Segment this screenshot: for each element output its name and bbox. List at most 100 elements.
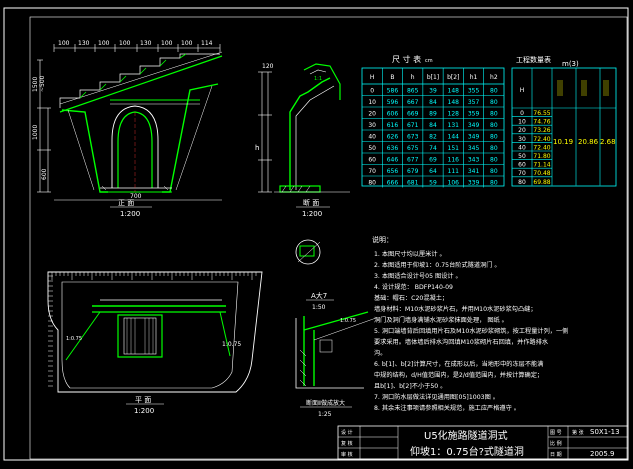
slope-diagonal-green — [59, 55, 223, 113]
header-mark-3 — [603, 80, 609, 96]
size-table-cell: 355 — [468, 88, 480, 95]
note-line: 1. 本图尺寸均以厘米计 。 — [374, 250, 446, 258]
dim-top-2: 130 — [78, 40, 90, 47]
note-line: 2. 本图适用于仰坡1：0.75台阶式隧道洞门 。 — [374, 261, 501, 269]
sheet-border — [3, 7, 629, 461]
notes-lines: 1. 本图尺寸均以厘米计 。 2. 本图适用于仰坡1：0.75台阶式隧道洞门 。 3… — [374, 250, 568, 412]
section-scale: 1:200 — [302, 210, 322, 218]
dim-left-1: 1500 — [32, 77, 39, 92]
size-table-cell: 586 — [387, 88, 399, 95]
dim-top-4: 100 — [119, 40, 131, 47]
size-table-header: B — [390, 74, 394, 81]
detail-a-scale: 1:50 — [312, 304, 326, 311]
size-table-cell: 80 — [490, 122, 498, 129]
size-table-title: 尺 寸 表 — [392, 54, 421, 64]
size-table-cell: 677 — [407, 157, 419, 164]
section-h-label: h — [255, 144, 259, 152]
plan-left-label: 1:0.75 — [66, 336, 82, 342]
qty-merged-3: 2.68 — [600, 138, 616, 146]
size-table-grid — [362, 68, 504, 188]
size-table-cell: 89 — [429, 111, 437, 118]
size-table-cell: 70 — [368, 168, 376, 175]
title-block[interactable]: 设 计 复 核 审 核 U5化施路隧道洞式 仰坡1：0.75台?式隧道洞 图 号… — [337, 425, 629, 460]
size-table-cell: 345 — [468, 145, 480, 152]
size-table-cell: 646 — [387, 157, 399, 164]
size-table-cell: 359 — [468, 111, 480, 118]
note-line: 8. 其余未注事项请参照相关规范，施工应严格遵守 。 — [374, 404, 520, 412]
qty-table-cell: 72.40 — [533, 136, 550, 143]
tb-title-line1: U5化施路隧道洞式 — [424, 429, 508, 442]
plan-outline — [47, 271, 263, 393]
size-table-cell: 667 — [407, 99, 419, 106]
size-table-cell: 681 — [407, 180, 419, 187]
tb-label-check: 复 核 — [341, 440, 353, 447]
size-table-cell: 80 — [368, 180, 376, 187]
size-table-cell: 148 — [448, 88, 460, 95]
tb-label-design: 设 计 — [341, 429, 353, 436]
size-table-cell: 74 — [429, 145, 437, 152]
size-table-cell: 60 — [368, 157, 376, 164]
size-table-header: b[2] — [447, 74, 459, 81]
sheet-inner-border — [29, 16, 628, 460]
size-table-cell: 636 — [387, 145, 399, 152]
qty-table-header: H — [520, 87, 525, 94]
left-wing-wall — [61, 109, 108, 193]
detail-a-view[interactable]: A大7 1:50 1:0.75 断面Ⅱ做成放大 1:25 — [295, 239, 377, 418]
size-table-cell: 128 — [448, 111, 460, 118]
section-title: 断 面 — [303, 198, 319, 207]
note-line: 7. 洞口防水层做法详见通用图[05]1003图 。 — [374, 393, 499, 401]
size-table-cell: 865 — [407, 88, 419, 95]
dim-top-7: 100 — [181, 40, 193, 47]
detail-a-title: A大7 — [311, 291, 327, 300]
size-table-cell: 341 — [468, 168, 480, 175]
size-table-cell: 671 — [407, 122, 419, 129]
dim-top-8: 114 — [201, 40, 213, 47]
size-table-cell: 116 — [448, 157, 460, 164]
dim-left-2: ~500 — [39, 75, 46, 92]
tb-label-review: 审 核 — [341, 451, 353, 458]
dim-top-6: 100 — [161, 40, 173, 47]
qty-table-grid — [512, 68, 601, 186]
size-table-unit: cm — [425, 58, 433, 64]
qty-merged-1: 10.19 — [553, 138, 573, 146]
detail2-scale: 1:25 — [318, 411, 332, 418]
size-table-cell: 616 — [387, 122, 399, 129]
header-mark-2 — [581, 80, 587, 96]
size-table-header: b[1] — [427, 74, 439, 81]
size-table-cell: 151 — [448, 145, 460, 152]
section-view[interactable]: h 120 1:1 断 面 1:200 — [255, 63, 350, 218]
size-table-cell: 669 — [407, 111, 419, 118]
slope-diagonal-white — [59, 51, 223, 105]
tb-date: 2005.9 — [590, 450, 615, 458]
size-table-cell: 349 — [468, 122, 480, 129]
stepped-slope-line — [59, 53, 220, 108]
size-table-cell: 39 — [429, 88, 437, 95]
notes-block[interactable]: 说明： 1. 本图尺寸均以厘米计 。2. 本图适用于仰坡1：0.75台阶式隧道洞… — [372, 235, 568, 412]
size-table-cell: 0 — [370, 88, 374, 95]
size-table-cell: 357 — [468, 99, 480, 106]
note-line: 3. 本图适合设计号05 图设计 。 — [374, 272, 462, 280]
section-label-small: 1:1 — [314, 76, 322, 82]
elevation-view[interactable]: 100 130 100 100 130 100 100 114 — [32, 40, 223, 218]
qty-table-cell: 74.76 — [533, 119, 550, 126]
size-table-cell: 64 — [429, 168, 437, 175]
note-line: 要求采用。墙体墙后排水沟回填M10浆砌片石回填，并作路排水 — [374, 338, 549, 346]
size-table-cell: 30 — [368, 122, 376, 129]
size-table-cell: 80 — [490, 99, 498, 106]
section-dim: 120 — [262, 63, 274, 70]
note-line: 沟。 — [374, 349, 386, 357]
size-table-cell: 59 — [429, 180, 437, 187]
dim-bottom: 700 — [130, 193, 142, 200]
plan-view[interactable]: 1:0.75 1:0.75 平 面 1:200 — [47, 271, 263, 415]
qty-table-cell: 73.26 — [533, 127, 550, 134]
size-table-cell: 343 — [468, 157, 480, 164]
size-table-cell: 80 — [490, 180, 498, 187]
note-line: 4. 设计规范： BDFP140-09 — [374, 283, 453, 291]
qty-table-cell: 69.88 — [533, 179, 550, 186]
